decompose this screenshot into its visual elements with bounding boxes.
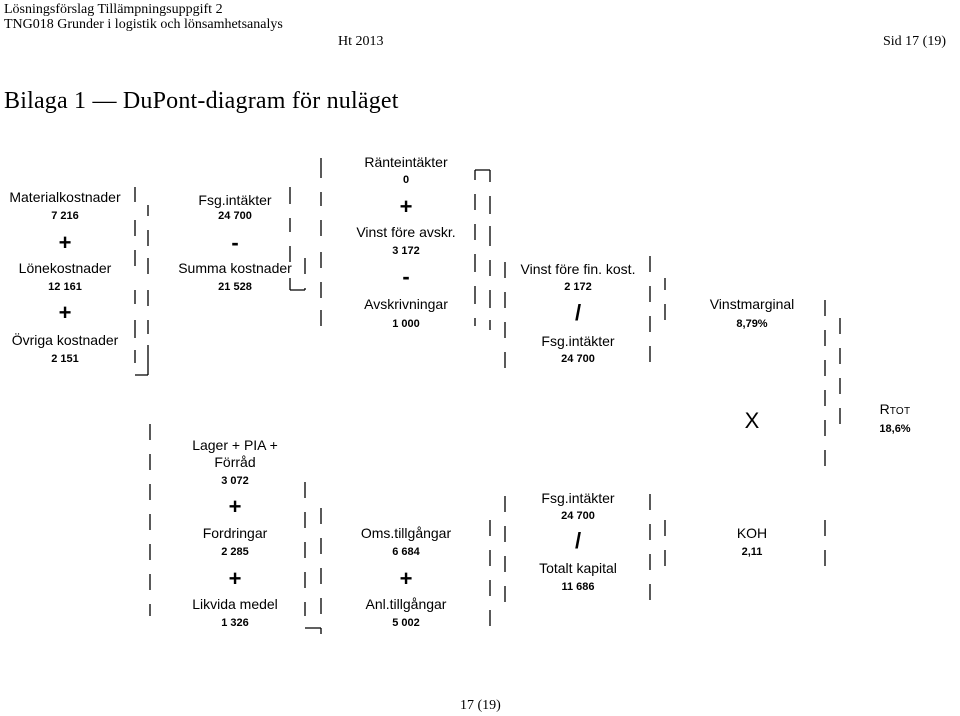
divide-operator: / (574, 528, 582, 553)
header-term: Ht 2013 (338, 34, 384, 49)
label-fsg-intakter: Fsg.intäkter (198, 192, 272, 208)
divide-operator: / (574, 300, 582, 325)
minus-operator: - (231, 230, 239, 255)
value-anl-tillgangar: 5 002 (392, 617, 420, 629)
value-summa-kostnader: 21 528 (218, 281, 252, 293)
value-totalt-kapital: 11 686 (561, 581, 595, 593)
header-course-line1: Lösningsförslag Tillämpningsuppgift 2 (4, 2, 223, 17)
label-oms-tillgangar: Oms.tillgångar (360, 525, 452, 541)
label-rtot: RTOT (880, 401, 911, 420)
value-lonekostnader: 12 161 (48, 281, 82, 293)
label-ovriga-kostnader: Övriga kostnader (11, 332, 119, 348)
value-rtot: 18,6% (879, 423, 911, 435)
plus-operator: + (399, 194, 413, 219)
value-lager: 3 072 (221, 475, 249, 487)
value-koh: 2,11 (741, 546, 763, 558)
label-avskrivningar: Avskrivningar (364, 296, 448, 312)
label-fsg-intakter-margin: Fsg.intäkter (541, 333, 615, 349)
label-materialkostnader: Materialkostnader (9, 189, 121, 205)
value-avskrivningar: 1 000 (392, 318, 420, 330)
value-vinst-fore-fin-kost: 2 172 (564, 281, 592, 293)
value-fsg-intakter: 24 700 (218, 210, 252, 222)
minus-operator: - (402, 264, 410, 289)
times-operator: X (744, 408, 760, 433)
plus-operator: + (399, 566, 413, 591)
page-title: Bilaga 1 — DuPont-diagram för nuläget (4, 88, 399, 114)
value-vinstmarginal: 8,79% (736, 318, 768, 330)
plus-operator: + (58, 300, 72, 325)
label-totalt-kapital: Totalt kapital (539, 560, 617, 576)
plus-operator: + (228, 566, 242, 591)
label-ranteintakter: Ränteintäkter (364, 154, 448, 170)
value-likvida-medel: 1 326 (221, 617, 249, 629)
label-rtot-subscript: TOT (889, 406, 911, 417)
value-oms-tillgangar: 6 684 (392, 546, 420, 558)
value-fordringar: 2 285 (221, 546, 249, 558)
plus-operator: + (228, 494, 242, 519)
label-vinstmarginal: Vinstmarginal (709, 296, 795, 312)
label-lonekostnader: Lönekostnader (18, 260, 112, 276)
label-rtot-r: R (879, 401, 890, 417)
label-fsg-intakter-koh: Fsg.intäkter (541, 490, 615, 506)
label-likvida-medel: Likvida medel (192, 596, 278, 612)
value-fsg-intakter-margin: 24 700 (561, 353, 595, 365)
label-lager-line2: Förråd (214, 454, 256, 470)
plus-operator: + (58, 230, 72, 255)
label-summa-kostnader: Summa kostnader (178, 260, 292, 276)
header-course-line2: TNG018 Grunder i logistik och lönsamhets… (4, 17, 283, 32)
value-ranteintakter: 0 (402, 174, 410, 186)
footer-page-number: 17 (19) (460, 698, 501, 713)
label-fordringar: Fordringar (202, 525, 268, 541)
label-koh: KOH (736, 525, 768, 541)
label-anl-tillgangar: Anl.tillgångar (365, 596, 447, 612)
value-ovriga-kostnader: 2 151 (51, 353, 79, 365)
header-page-label: Sid 17 (19) (883, 34, 946, 49)
value-vinst-fore-avskr: 3 172 (392, 245, 420, 257)
value-fsg-intakter-koh: 24 700 (561, 510, 595, 522)
label-vinst-fore-fin-kost: Vinst före fin. kost. (520, 261, 636, 277)
label-vinst-fore-avskr: Vinst före avskr. (356, 224, 456, 240)
value-materialkostnader: 7 216 (51, 210, 79, 222)
label-lager-line1: Lager + PIA + (192, 437, 278, 453)
